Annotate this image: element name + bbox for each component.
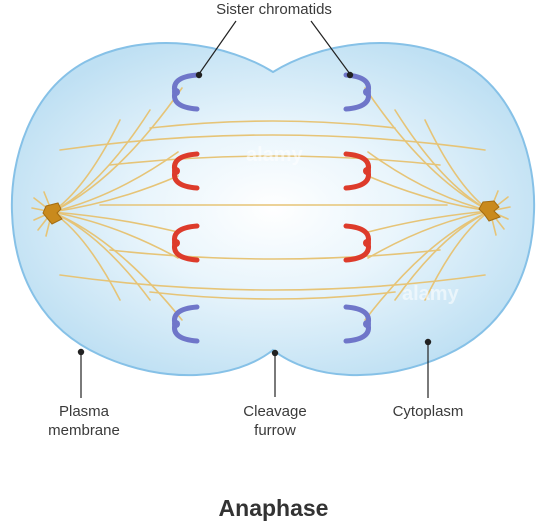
label-cleavage-furrow-line2: furrow xyxy=(254,422,296,439)
cell-membrane xyxy=(10,42,536,377)
spindle-fiber xyxy=(367,210,491,233)
centromere xyxy=(172,239,180,247)
label-sister-chromatids: Sister chromatids xyxy=(216,1,332,18)
spindle-fiber xyxy=(394,210,491,301)
centrosome-left xyxy=(42,202,63,225)
diagram-title: Anaphase xyxy=(218,495,329,521)
label-cleavage-furrow-line1: Cleavage xyxy=(243,403,307,420)
leader-lines xyxy=(77,20,432,398)
spindle-fiber xyxy=(424,210,491,301)
label-plasma-membrane-line1: Plasma xyxy=(58,403,110,420)
spindle-fibers xyxy=(31,87,511,321)
spindle-fiber xyxy=(59,134,486,151)
label-plasma-membrane: Plasma membrane xyxy=(34,402,134,440)
centromere xyxy=(363,88,371,96)
spindle-fiber xyxy=(367,210,491,259)
spindle-fiber xyxy=(51,211,151,301)
watermark: alamy xyxy=(402,283,459,305)
label-cleavage-furrow: Cleavage furrow xyxy=(225,402,325,440)
spindle-fiber xyxy=(149,120,396,129)
spindle-fiber xyxy=(59,274,486,291)
centromere xyxy=(363,320,371,328)
spindle-fiber xyxy=(149,291,396,300)
spindle-fiber xyxy=(109,249,441,260)
centromere xyxy=(172,320,180,328)
spindle-fiber xyxy=(51,211,179,233)
watermark: alamy xyxy=(246,144,303,166)
centromere xyxy=(172,167,180,175)
spindle-fiber xyxy=(51,211,179,259)
spindle-fiber xyxy=(394,109,491,212)
spindle-fiber xyxy=(51,87,183,213)
spindle-fiber xyxy=(367,151,491,212)
centromere xyxy=(172,88,180,96)
spindle-fiber xyxy=(51,151,179,213)
spindle-fiber xyxy=(109,155,441,166)
spindle-fiber xyxy=(367,175,491,212)
label-plasma-membrane-line2: membrane xyxy=(48,422,120,439)
sister-chromatids xyxy=(171,72,372,344)
spindle-fiber xyxy=(51,175,179,213)
spindle-fiber xyxy=(51,109,151,213)
centromere xyxy=(363,167,371,175)
centromere xyxy=(363,239,371,247)
centrosome-right xyxy=(478,200,501,222)
label-cytoplasm: Cytoplasm xyxy=(392,403,464,420)
